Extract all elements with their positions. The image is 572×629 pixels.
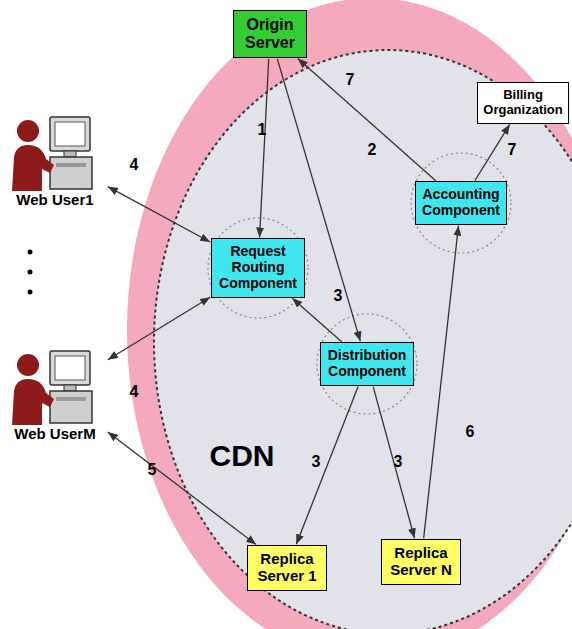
connector xyxy=(298,59,436,181)
component-zone xyxy=(317,314,417,414)
step-number: 3 xyxy=(394,453,403,471)
step-number: 3 xyxy=(312,453,321,471)
node-text: Web User1 xyxy=(16,192,93,209)
node-text: Request Routing Component xyxy=(216,244,300,291)
node-text: Web UserM xyxy=(14,426,95,443)
ellipsis-dot xyxy=(28,290,33,295)
step-number: 3 xyxy=(334,287,343,305)
node-text: Billing Organization xyxy=(482,88,564,117)
step-number: 1 xyxy=(258,121,267,139)
connector xyxy=(424,226,459,539)
region-label: CDN xyxy=(210,439,275,473)
origin-server-box: Origin Server xyxy=(233,10,307,58)
node-text: Replica Server N xyxy=(386,545,456,579)
connector xyxy=(260,59,269,238)
user-icon xyxy=(10,341,100,426)
step-number: 6 xyxy=(466,423,475,441)
step-number: 4 xyxy=(130,383,139,401)
ellipsis-dot xyxy=(28,250,33,255)
step-number: 5 xyxy=(148,461,157,479)
component-zone xyxy=(411,153,511,253)
step-number: 7 xyxy=(508,141,517,159)
step-number: 4 xyxy=(130,156,139,174)
replica-server-box: Replica Server 1 xyxy=(247,545,327,591)
cdn-boundary xyxy=(154,50,572,629)
web-user: Web User1 xyxy=(3,107,107,209)
replica-server-box: Replica Server N xyxy=(381,539,461,585)
component-zone xyxy=(208,218,308,318)
node-text: Origin Server xyxy=(238,16,302,52)
component-box: Distribution Component xyxy=(320,342,414,385)
connector xyxy=(296,387,358,545)
node-text: Accounting Component xyxy=(420,187,502,218)
billing-box: Billing Organization xyxy=(477,82,569,123)
connector xyxy=(108,297,210,359)
user-icon xyxy=(10,107,100,192)
connector xyxy=(108,187,210,242)
node-text: Replica Server 1 xyxy=(252,551,322,585)
component-box: Accounting Component xyxy=(415,181,507,224)
connector xyxy=(373,387,414,539)
connector xyxy=(277,59,360,342)
ellipsis-dot xyxy=(28,270,33,275)
component-box: Request Routing Component xyxy=(211,238,305,297)
step-number: 2 xyxy=(368,141,377,159)
web-user: Web UserM xyxy=(3,341,107,443)
step-number: 7 xyxy=(346,71,355,89)
node-text: Distribution Component xyxy=(325,348,409,379)
connector xyxy=(292,298,341,342)
connector xyxy=(475,124,510,180)
